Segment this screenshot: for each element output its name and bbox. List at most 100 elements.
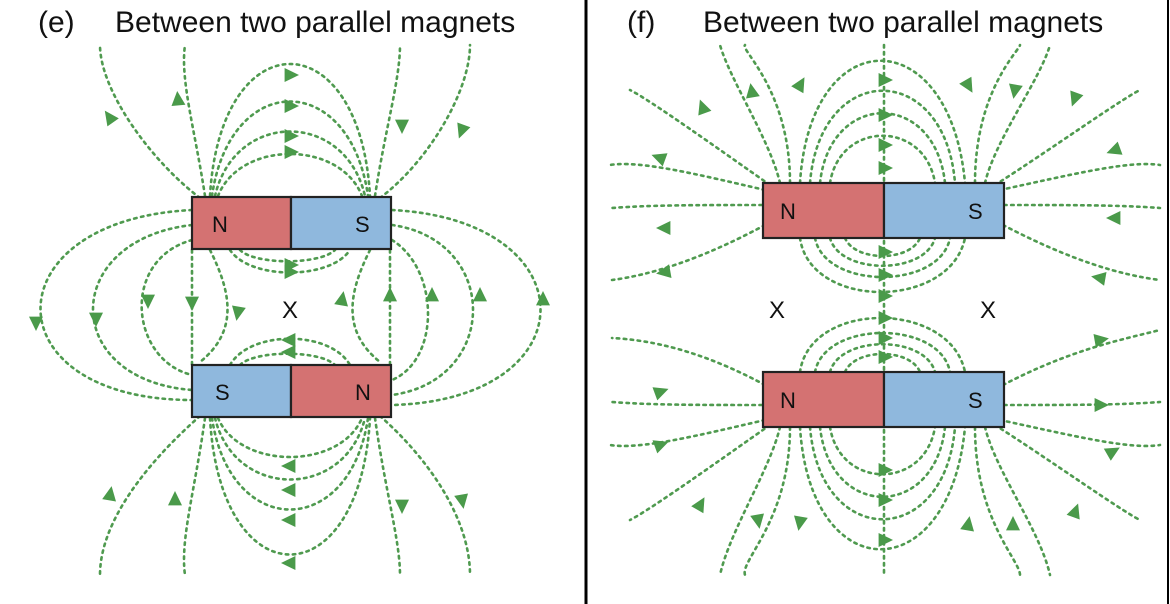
panel-f-tag: (f)	[627, 6, 655, 39]
magnet-south-half	[882, 370, 1006, 429]
field-line	[182, 416, 207, 577]
field-line	[91, 223, 194, 392]
field-line	[1001, 328, 1162, 387]
field-line	[390, 208, 542, 407]
pole-label: N	[355, 380, 371, 405]
field-line	[608, 418, 767, 448]
field-line	[210, 100, 370, 198]
field-line	[973, 43, 1022, 185]
pole-label: N	[780, 199, 796, 224]
field-line	[351, 248, 382, 364]
arrowhead	[878, 289, 893, 303]
field-line	[98, 43, 202, 200]
panel-e: (e) Between two parallel magnets	[29, 6, 550, 577]
arrowhead	[281, 483, 296, 497]
arrowhead	[281, 513, 296, 527]
field-line	[198, 248, 229, 364]
arrowhead	[656, 221, 671, 235]
null-point-marker: X	[980, 297, 996, 324]
field-line	[743, 43, 792, 185]
null-point-marker: X	[282, 297, 298, 324]
field-line	[378, 43, 472, 200]
field-line	[993, 423, 1142, 522]
panel-f-magnet-bottom: N S	[761, 370, 1006, 429]
arrowhead	[102, 486, 116, 502]
magnet-south-half	[882, 181, 1006, 240]
panel-e-title: Between two parallel magnets	[115, 6, 515, 39]
panel-f: (f) Between two parallel magnets	[608, 6, 1162, 577]
magnet-south-half	[289, 195, 393, 251]
field-line	[39, 208, 194, 402]
field-line	[208, 62, 372, 198]
arrowhead	[536, 291, 550, 306]
arrowhead	[1093, 334, 1109, 348]
arrowhead	[284, 68, 299, 82]
arrowhead	[185, 296, 199, 311]
arrowhead	[960, 516, 974, 532]
panel-e-magnet-bottom: S N	[190, 363, 393, 419]
arrowhead	[284, 265, 299, 279]
pole-label: S	[355, 212, 370, 237]
arrowhead	[168, 491, 182, 506]
field-line	[828, 236, 937, 267]
arrowhead	[29, 316, 43, 331]
arrowhead	[878, 245, 893, 259]
field-line	[610, 203, 764, 210]
arrowhead	[454, 493, 468, 509]
pole-label: S	[968, 388, 983, 413]
field-line	[993, 88, 1142, 187]
field-line	[213, 130, 367, 198]
arrowhead	[281, 345, 296, 359]
arrowhead	[284, 145, 299, 159]
field-line	[390, 238, 430, 382]
arrowhead	[383, 287, 397, 302]
field-line	[390, 223, 475, 397]
arrowhead	[89, 312, 103, 327]
field-line	[983, 425, 1052, 577]
arrowhead	[284, 129, 299, 143]
arrowhead	[1094, 398, 1109, 412]
field-line	[216, 152, 364, 198]
arrowhead	[1009, 83, 1023, 99]
field-line	[208, 416, 372, 556]
arrowhead	[878, 268, 893, 282]
arrowhead	[284, 99, 299, 113]
arrowhead	[334, 291, 348, 307]
field-line	[610, 400, 764, 407]
field-line	[628, 88, 772, 187]
arrowhead	[425, 287, 439, 302]
arrowhead	[141, 294, 155, 309]
arrowhead	[1103, 447, 1120, 461]
arrowhead	[794, 515, 808, 531]
arrowhead	[281, 333, 296, 347]
panel-e-magnet-top: N S	[190, 195, 393, 251]
arrowhead	[878, 533, 893, 547]
pole-label: S	[968, 199, 983, 224]
field-line	[743, 425, 792, 577]
arrowhead	[750, 513, 764, 529]
field-line	[798, 59, 967, 185]
arrowhead	[878, 138, 893, 152]
field-line	[628, 423, 772, 522]
arrowhead	[473, 287, 487, 302]
pole-label: N	[212, 212, 228, 237]
arrowhead	[1006, 516, 1020, 531]
field-line	[808, 89, 957, 185]
field-line	[210, 416, 370, 511]
field-line	[983, 43, 1052, 185]
field-line	[808, 425, 957, 521]
field-line	[973, 425, 1022, 577]
arrowhead	[1066, 503, 1080, 520]
panel-f-field-lines	[608, 43, 1162, 577]
arrowhead	[878, 73, 893, 87]
arrowhead	[281, 459, 296, 473]
field-line	[818, 425, 947, 499]
magnet-north-half	[761, 370, 886, 429]
arrowhead	[698, 99, 712, 116]
field-line	[718, 43, 782, 185]
arrowhead	[878, 493, 893, 507]
field-line	[238, 352, 337, 367]
field-line	[718, 425, 782, 577]
arrowhead	[878, 331, 893, 345]
arrowhead	[878, 311, 893, 325]
